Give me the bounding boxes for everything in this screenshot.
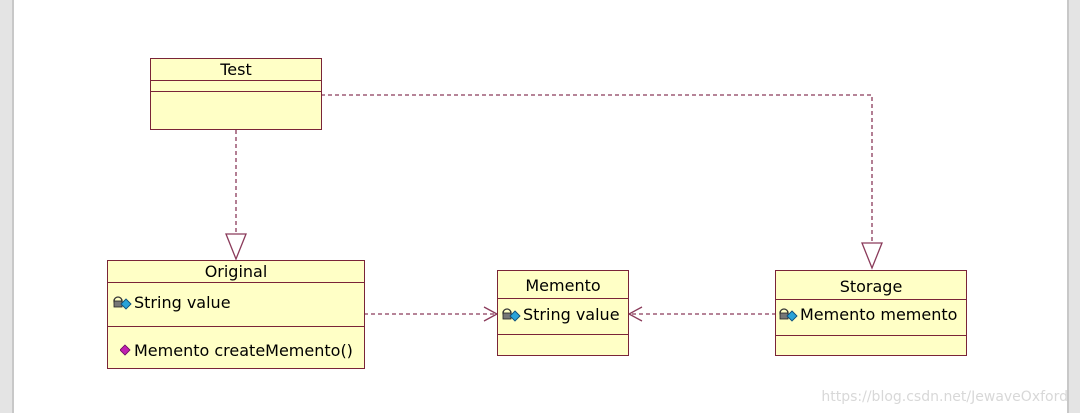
class-name: Test bbox=[151, 59, 321, 81]
class-operations bbox=[498, 335, 628, 355]
class-memento[interactable]: Memento String value bbox=[497, 270, 629, 356]
attribute-row[interactable]: String value bbox=[112, 293, 364, 312]
attribute-text: String value bbox=[134, 293, 231, 312]
class-storage[interactable]: Storage Memento memento bbox=[775, 270, 967, 356]
class-name: Storage bbox=[776, 271, 966, 300]
class-original[interactable]: Original String value Memento createMeme… bbox=[107, 260, 365, 369]
class-attributes bbox=[151, 81, 321, 92]
attribute-row[interactable]: Memento memento bbox=[778, 305, 966, 324]
private-field-icon bbox=[502, 307, 521, 322]
operation-row[interactable]: Memento createMemento() bbox=[120, 341, 364, 360]
window-frame-right bbox=[1067, 0, 1080, 413]
public-method-icon bbox=[120, 343, 131, 356]
operation-text: Memento createMemento() bbox=[134, 341, 353, 360]
dependency-arrowhead-from-storage bbox=[627, 306, 643, 322]
class-attributes: String value bbox=[108, 283, 364, 327]
attribute-text: Memento memento bbox=[800, 305, 958, 324]
realization-arrowhead-storage bbox=[861, 242, 883, 270]
attribute-row[interactable]: String value bbox=[501, 305, 628, 324]
class-operations bbox=[151, 92, 321, 129]
connector-test-storage bbox=[321, 94, 873, 243]
class-name: Original bbox=[108, 261, 364, 283]
class-test[interactable]: Test bbox=[150, 58, 322, 130]
class-attributes: Memento memento bbox=[776, 300, 966, 336]
private-field-icon bbox=[779, 307, 798, 322]
attribute-text: String value bbox=[523, 305, 620, 324]
realization-arrowhead-original bbox=[225, 233, 247, 261]
class-attributes: String value bbox=[498, 299, 628, 335]
class-operations: Memento createMemento() bbox=[108, 327, 364, 368]
private-field-icon bbox=[113, 295, 132, 310]
class-operations bbox=[776, 336, 966, 355]
watermark-text: https://blog.csdn.net/JewaveOxford bbox=[821, 389, 1068, 405]
window-frame-left bbox=[0, 0, 14, 413]
class-name: Memento bbox=[498, 271, 628, 299]
